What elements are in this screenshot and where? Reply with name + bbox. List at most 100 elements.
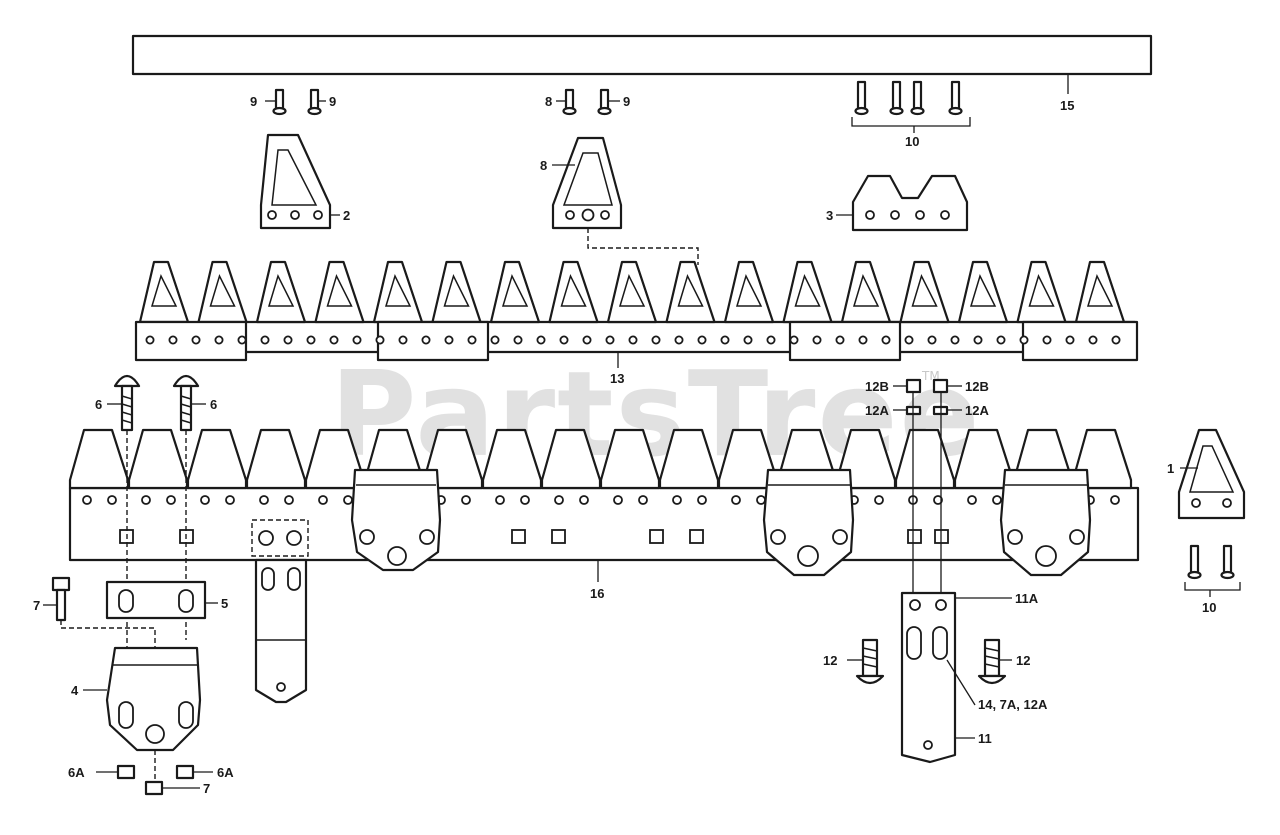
carriage-bolt-12-right [977,638,1012,685]
knife-tooth [899,260,950,324]
nut-6A-right [175,764,213,780]
label-3: 3 [826,208,833,223]
label-16: 16 [590,586,604,601]
square-hole [551,529,566,544]
rivet-hole [490,335,500,345]
rivet-hole [1111,335,1121,345]
knife-tooth [138,260,190,324]
label-7-top: 7 [33,598,40,613]
guard-tooth [953,428,1015,505]
double-section-3 [836,174,969,232]
rivet-hole [950,335,960,345]
guard-tooth [245,428,307,505]
knife-tooth [197,260,248,324]
label-9-a: 9 [250,94,257,109]
clip-plate-5 [105,580,218,620]
bolt-group-top [265,80,971,133]
hold-down-clip-3 [999,468,1092,577]
knife-tooth [606,260,658,324]
label-8-guard: 8 [540,158,547,173]
square-hole [649,529,664,544]
carriage-bolt-6-left [107,374,141,660]
knife-tooth [489,260,541,324]
rivet-hole [582,335,592,345]
knife-tooth [314,260,365,324]
label-9-c: 9 [623,94,630,109]
knife-section-2 [259,133,340,230]
rivet-hole [467,335,477,345]
rivet-hole [329,335,339,345]
label-10-right: 10 [1202,600,1216,615]
rivet-hole [996,335,1006,345]
rivet-hole [927,335,937,345]
knife-rivet-holes [145,335,1121,345]
knife-tooth [255,260,307,324]
rivet-hole [1042,335,1052,345]
rivet-hole [697,335,707,345]
rivet-hole [421,335,431,345]
carriage-bolt-12-left [847,638,885,685]
knife-section-8 [551,136,699,265]
bolt-7-left [43,576,156,790]
label-8-top: 8 [545,94,552,109]
rivet-hole [237,335,247,345]
square-hole [511,529,526,544]
carriage-bolt-6-right [172,374,206,640]
label-12B-left: 12B [865,379,889,394]
knife-tooth [372,260,424,324]
label-2: 2 [343,208,350,223]
rivet-hole [1019,335,1029,345]
rivet-set-10-right [1184,544,1241,597]
knife-tooth [957,260,1009,324]
guard-tooth [304,428,366,505]
rivet-hole [835,335,845,345]
hold-down-clip-1 [350,468,442,572]
knife-tooth [1074,260,1126,324]
square-hole [907,529,922,544]
label-6-right: 6 [210,397,217,412]
label-6A-left: 6A [68,765,85,780]
label-6A-right: 6A [217,765,234,780]
rivet-hole [214,335,224,345]
rivet-hole [536,335,546,345]
square-hole [689,529,704,544]
rivet-hole [559,335,569,345]
rivet-hole [283,335,293,345]
bracket-assembly-left [251,519,309,704]
rivet-hole [191,335,201,345]
label-5: 5 [221,596,228,611]
knife-teeth-row [138,260,1126,324]
label-7-bottom: 7 [203,781,210,796]
rivet-hole [628,335,638,345]
rivet-hole [812,335,822,345]
rivet-hole [444,335,454,345]
knife-tooth [431,260,482,324]
guard-clip-4 [83,646,202,752]
label-11A: 11A [1015,591,1039,606]
label-9-b: 9 [329,94,336,109]
knife-section-1 [1177,428,1246,520]
rivet-hole [904,335,914,345]
knife-tooth [548,260,599,324]
rivet-hole [743,335,753,345]
nut-6A-left [96,764,136,780]
rivet-hole [513,335,523,345]
hold-down-clip-2 [762,468,855,577]
knife-tooth [723,260,775,324]
label-11: 11 [978,731,992,746]
rivet-hole [398,335,408,345]
rivet-hole [881,335,891,345]
label-12-left: 12 [823,653,837,668]
rivet-hole [605,335,615,345]
rivet-hole [145,335,155,345]
label-1: 1 [1167,461,1174,476]
knife-tooth [1016,260,1067,324]
bolt-9-center [597,88,620,116]
knife-tooth [782,260,833,324]
knife-tooth [665,260,716,324]
rivet-set-10-top [851,80,971,133]
rivet-hole [651,335,661,345]
fastener-set-12A [893,392,962,600]
rivet-hole [1065,335,1075,345]
